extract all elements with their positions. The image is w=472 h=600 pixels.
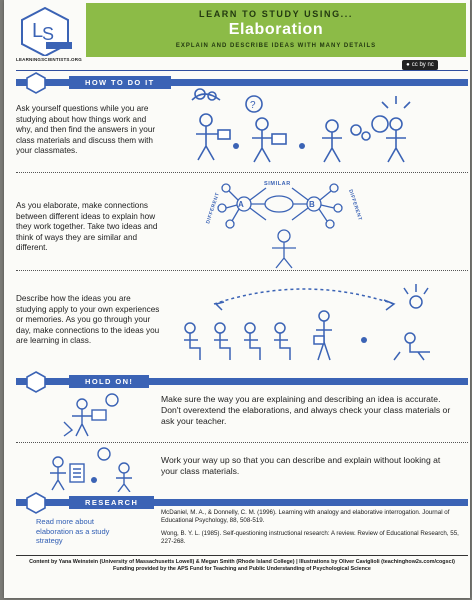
study-poster: L S LEARNINGSCIENTISTS.ORG LEARN TO STUD… [4,0,470,598]
footer-divider [16,555,468,556]
how-to-bar [16,79,468,86]
how-to-label: HOW TO DO IT [69,76,171,89]
tip1-text: Make sure the way you are explaining and… [161,394,451,427]
hexagon-icon [26,492,46,514]
footer-funding: Funding provided by the APS Fund for Tea… [113,566,371,573]
hexagon-icon [26,371,46,393]
step2-text: As you elaborate, make connections betwe… [16,201,158,253]
comparison-diagram-icon: A B SIMILAR DIFFERENT DIFFERENT [205,181,363,269]
different-right-label: DIFFERENT [347,189,363,222]
read-more-link[interactable]: Read more about elaboration as a study s… [36,517,110,546]
node-b-label: B [309,200,315,209]
page-subtitle: EXPLAIN AND DESCRIBE IDEAS WITH MANY DET… [175,43,377,49]
learning-scientists-logo-icon: L S [21,6,72,56]
creative-commons-badge: ● cc by nc [402,60,438,70]
hold-on-label: HOLD ON! [69,375,150,388]
student-checking-icon [63,393,119,437]
hold-on-bar [16,378,468,385]
title-banner: LEARN TO STUDY USING... Elaboration EXPL… [86,3,466,57]
page-title: Elaboration [228,21,324,38]
footer: Content by Yana Weinstein (University of… [16,559,468,573]
research-bar [16,499,468,506]
cc-icon: ● [406,62,410,68]
reference-1: McDaniel, M. A., & Donnelly, C. M. (1996… [161,509,450,525]
site-url[interactable]: LEARNINGSCIENTISTS.ORG [16,57,82,62]
divider [16,270,468,271]
pre-title: LEARN TO STUDY USING... [199,9,353,19]
cc-license-text: cc by nc [411,62,434,68]
references-list: McDaniel, M. A., & Donnelly, C. M. (1996… [161,509,466,551]
divider [16,442,468,443]
step3-text: Describe how the ideas you are studying … [16,294,160,346]
footer-credits: Content by Yana Weinstein (University of… [29,559,455,565]
experience-illustration-icon [184,284,430,361]
svg-text:S: S [42,24,54,44]
node-a-label: A [238,200,244,209]
reference-2: Wong, B. Y. L. (1985). Self-questioning … [161,529,459,546]
tip2-text: Work your way up so that you can describ… [161,455,441,477]
divider [16,172,468,173]
hexagon-icon [26,72,46,94]
header-divider [16,70,468,71]
step1-text: Ask yourself questions while you are stu… [16,104,156,156]
questioning-illustration-icon: ? [191,88,411,163]
student-explaining-icon [50,447,132,492]
svg-text:L: L [32,20,43,42]
question-mark-label: ? [250,100,256,111]
research-label: RESEARCH [69,496,155,509]
similar-label: SIMILAR [264,181,291,187]
